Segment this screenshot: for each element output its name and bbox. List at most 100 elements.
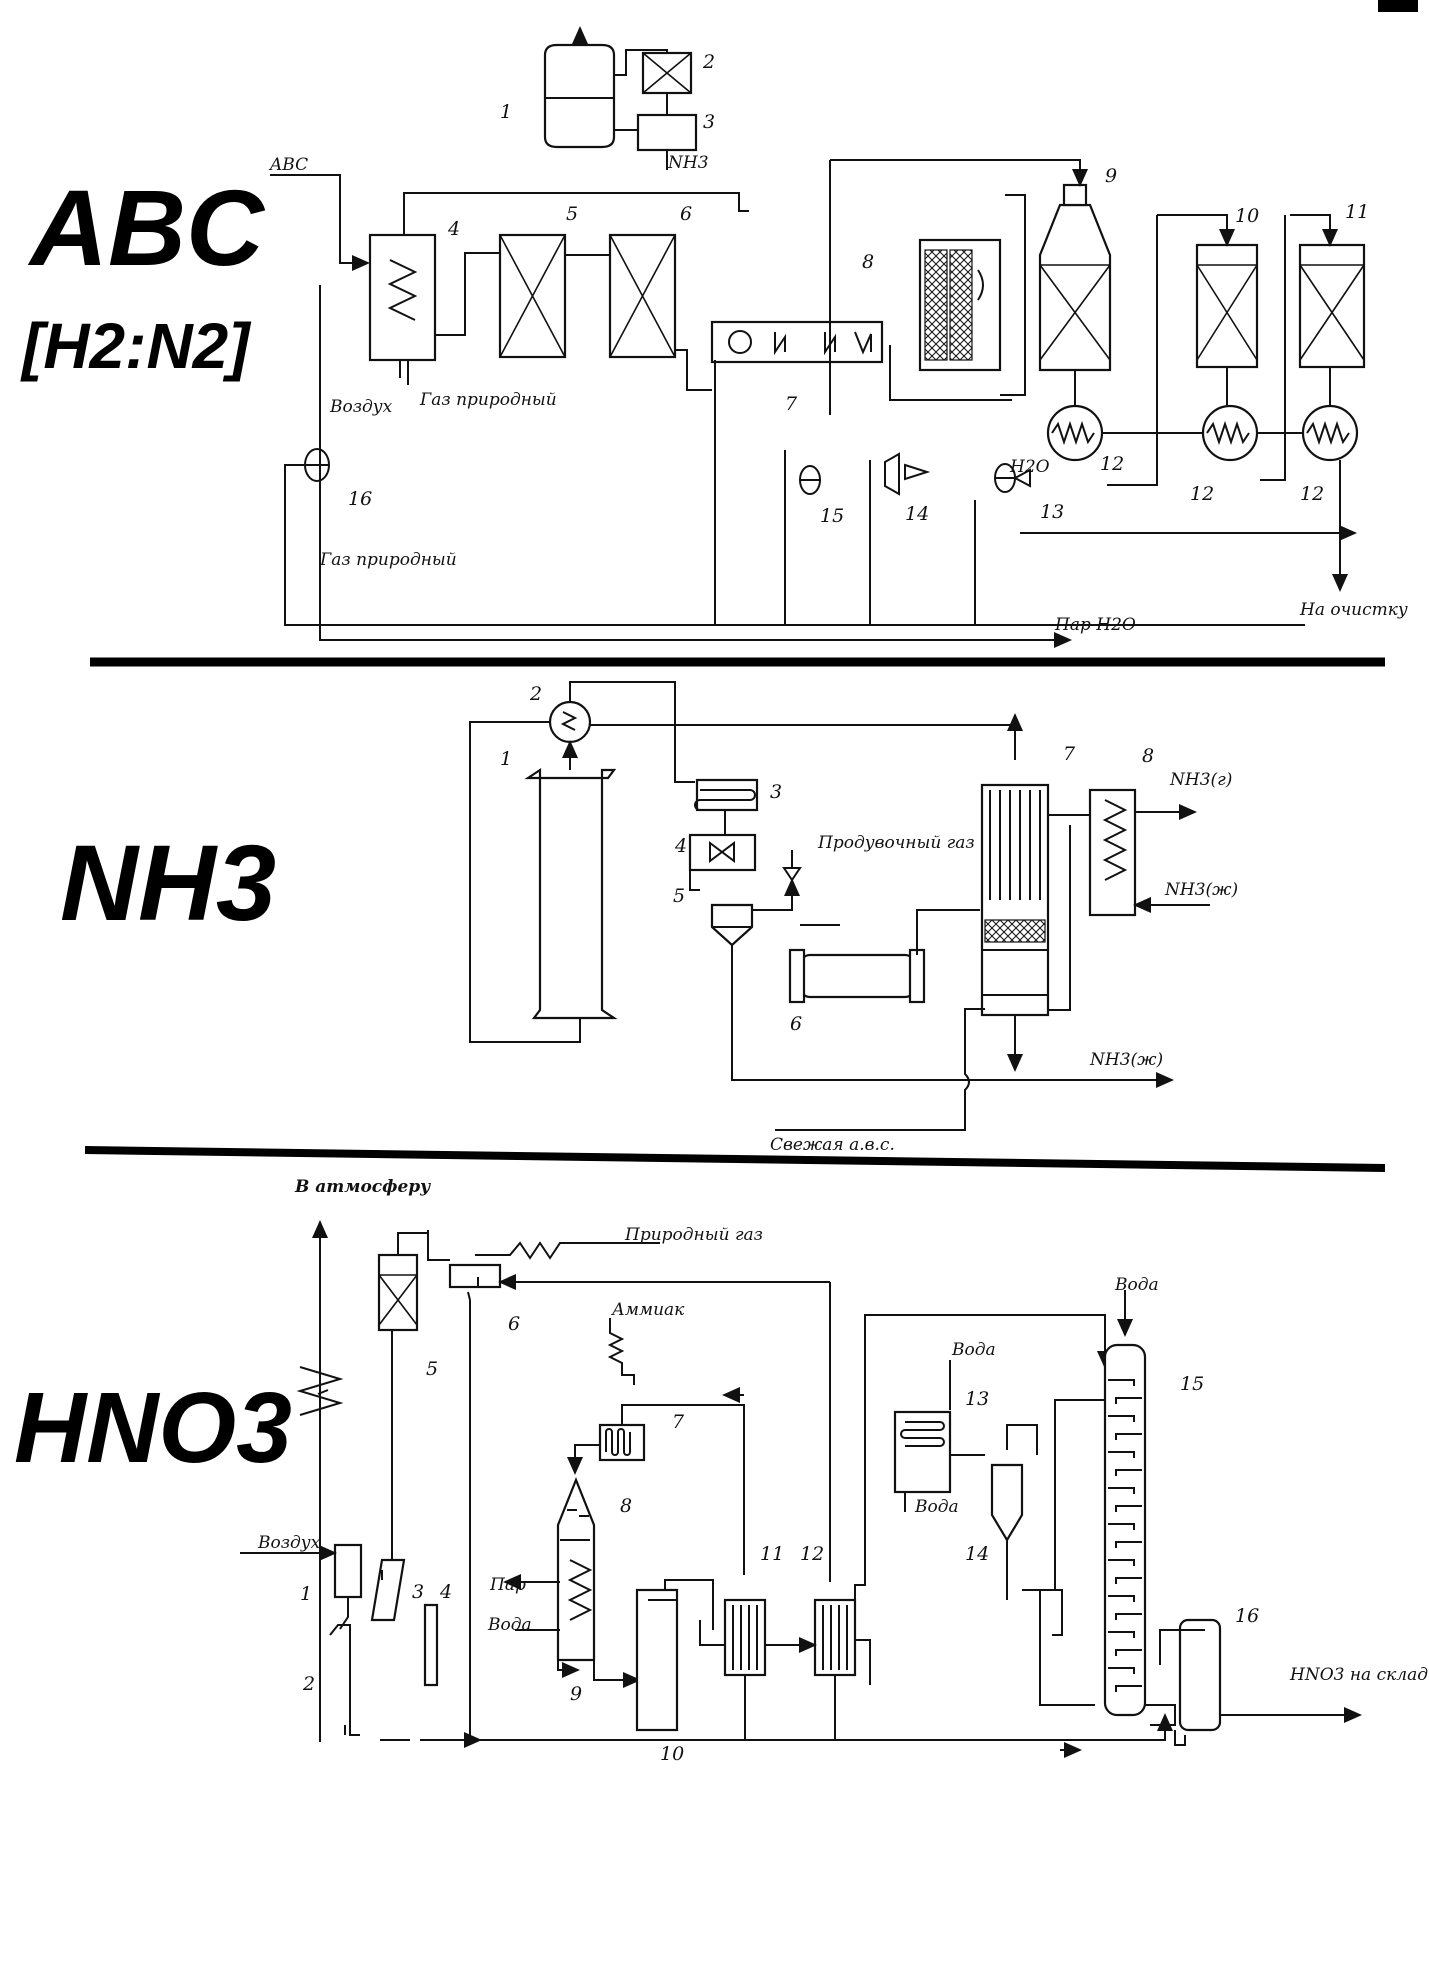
nh3-scheme: Продувочный газ NH3(г) NH3(ж) NH3(ж) Све… xyxy=(469,681,1238,1155)
abc-apparatus-3 xyxy=(636,113,698,152)
hno3-number: 4 xyxy=(439,1581,452,1603)
abc-number: 12 xyxy=(1100,453,1124,475)
abc-number: 2 xyxy=(702,51,715,73)
abc-number: 4 xyxy=(447,218,460,240)
abc-number: 12 xyxy=(1190,483,1214,505)
hno3-number: 11 xyxy=(760,1543,784,1565)
hno3-number: 9 xyxy=(570,1683,582,1705)
nh3-number: 3 xyxy=(770,781,782,803)
page-edge-mark xyxy=(1378,0,1418,12)
nh3-air-cooler-4 xyxy=(688,833,757,872)
hno3-number: 8 xyxy=(620,1495,632,1517)
hno3-title: HNO3 xyxy=(14,1372,292,1484)
nh3-evaporator-8 xyxy=(1088,788,1137,917)
hno3-absorption-column-15 xyxy=(1103,1343,1147,1717)
abc-number: 10 xyxy=(1235,205,1259,227)
hno3-number: 15 xyxy=(1180,1373,1204,1395)
hno3-number: 10 xyxy=(660,1743,684,1765)
hno3-product-label: HNO3 на склад xyxy=(1289,1665,1428,1685)
hno3-number: 16 xyxy=(1235,1605,1259,1627)
abc-number: 8 xyxy=(862,251,874,273)
hno3-number: 3 xyxy=(412,1581,424,1603)
hno3-boiler-water-label: Вода xyxy=(487,1615,532,1635)
hno3-number: 6 xyxy=(508,1313,520,1335)
hno3-top-water-label: Вода xyxy=(1114,1275,1159,1295)
abc-title: ABC xyxy=(27,167,266,288)
hno3-cooler-13 xyxy=(893,1410,952,1494)
abc-apparatus-10 xyxy=(1195,243,1259,369)
hno3-number: 1 xyxy=(300,1583,312,1605)
hno3-apparatus-4 xyxy=(423,1603,439,1687)
hno3-heat-exchanger-11 xyxy=(723,1598,767,1677)
hno3-separator-14 xyxy=(990,1463,1024,1543)
nh3-number: 4 xyxy=(674,835,687,857)
abc-heat-recovery-7 xyxy=(710,320,884,364)
nh3-liquid-out-label: NH3(ж) xyxy=(1089,1050,1163,1070)
nh3-number: 8 xyxy=(1142,745,1154,767)
nh3-number: 5 xyxy=(673,885,685,907)
abc-apparatus-9 xyxy=(1038,203,1112,372)
section-divider xyxy=(84,1146,1386,1172)
hno3-compressor-3 xyxy=(370,1558,406,1622)
abc-gas-label-2: Газ природный xyxy=(319,550,457,570)
abc-gas-label: Газ природный xyxy=(419,390,557,410)
abc-cleaning-label: На очистку xyxy=(1299,600,1408,620)
hno3-mixer-6 xyxy=(448,1263,502,1289)
nh3-purge-gas-label: Продувочный газ xyxy=(817,833,975,853)
hno3-heat-exchanger-12 xyxy=(813,1598,857,1677)
abc-number: 16 xyxy=(348,488,372,510)
nh3-number: 7 xyxy=(1063,743,1076,765)
nh3-heat-exchanger-2 xyxy=(548,700,592,744)
nh3-fresh-avs-label: Свежая а.в.с. xyxy=(770,1135,895,1155)
hno3-number: 13 xyxy=(965,1388,989,1410)
nh3-item-numbers: 1 2 3 4 5 6 7 8 xyxy=(500,683,1154,1035)
abc-number: 11 xyxy=(1345,201,1369,223)
hno3-number: 14 xyxy=(965,1543,989,1565)
nh3-converter-1 xyxy=(524,767,618,1020)
nh3-cooler-3 xyxy=(695,778,759,812)
abc-reformer-4 xyxy=(368,233,437,362)
abc-h2o-label: H2O xyxy=(1009,457,1050,477)
hno3-filter-1 xyxy=(333,1543,363,1599)
hno3-number: 12 xyxy=(800,1543,824,1565)
hno3-atmosphere-label: В атмосферу xyxy=(294,1177,431,1197)
abc-number: 13 xyxy=(1040,501,1064,523)
abc-formula: [H2:N2] xyxy=(20,310,252,382)
nh3-number: 6 xyxy=(790,1013,802,1035)
nh3-apparatus-6 xyxy=(798,953,917,999)
hno3-converter-8 xyxy=(556,1477,596,1662)
abc-number: 14 xyxy=(905,503,929,525)
hno3-air-label: Воздух xyxy=(257,1533,321,1553)
hno3-number: 2 xyxy=(302,1673,315,1695)
abc-number: 3 xyxy=(703,111,715,133)
hno3-13-water-in-label: Вода xyxy=(951,1340,996,1360)
abc-number: 7 xyxy=(785,393,798,415)
abc-air-label: Воздух xyxy=(329,397,393,417)
abc-steam-label: Пар H2O xyxy=(1054,615,1136,635)
nh3-number: 1 xyxy=(500,748,512,770)
abc-number: 1 xyxy=(500,101,512,123)
abc-scheme: ABC Воздух Газ природный Газ природный П… xyxy=(268,26,1408,648)
abc-apparatus-11 xyxy=(1298,243,1366,369)
abc-number: 6 xyxy=(680,203,692,225)
abc-number: 5 xyxy=(566,203,578,225)
abc-input-label: ABC xyxy=(268,155,308,175)
hno3-number: 7 xyxy=(672,1411,685,1433)
abc-nh3-label: NH3 xyxy=(667,153,709,173)
abc-column-1 xyxy=(543,43,616,149)
hno3-ammonia-label: Аммиак xyxy=(611,1300,685,1320)
abc-number: 12 xyxy=(1300,483,1324,505)
hno3-natural-gas-label: Природный газ xyxy=(624,1225,763,1245)
hno3-bleacher-16 xyxy=(1178,1618,1222,1732)
nh3-separator-5 xyxy=(710,903,754,947)
abc-item-numbers: 1 2 3 4 5 6 7 8 9 10 11 12 12 12 13 14 1… xyxy=(348,51,1369,527)
hno3-item-numbers: 1 2 3 4 5 6 7 8 9 10 11 12 13 14 15 16 xyxy=(300,1313,1259,1765)
nh3-gas-out-label: NH3(г) xyxy=(1169,770,1232,790)
nh3-liquid-in-label: NH3(ж) xyxy=(1164,880,1238,900)
hno3-apparatus-10 xyxy=(635,1588,679,1732)
abc-number: 15 xyxy=(820,505,844,527)
nh3-column-7 xyxy=(980,783,1050,1017)
hno3-heater-7 xyxy=(598,1423,646,1462)
abc-number: 9 xyxy=(1105,165,1117,187)
nh3-title: NH3 xyxy=(60,822,276,943)
